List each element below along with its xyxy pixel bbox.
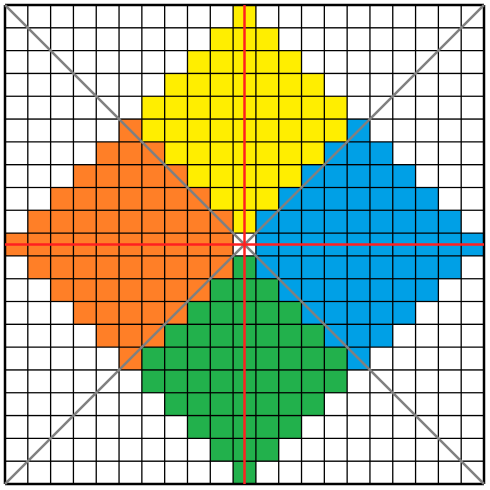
- symmetry-axes: [5, 5, 484, 484]
